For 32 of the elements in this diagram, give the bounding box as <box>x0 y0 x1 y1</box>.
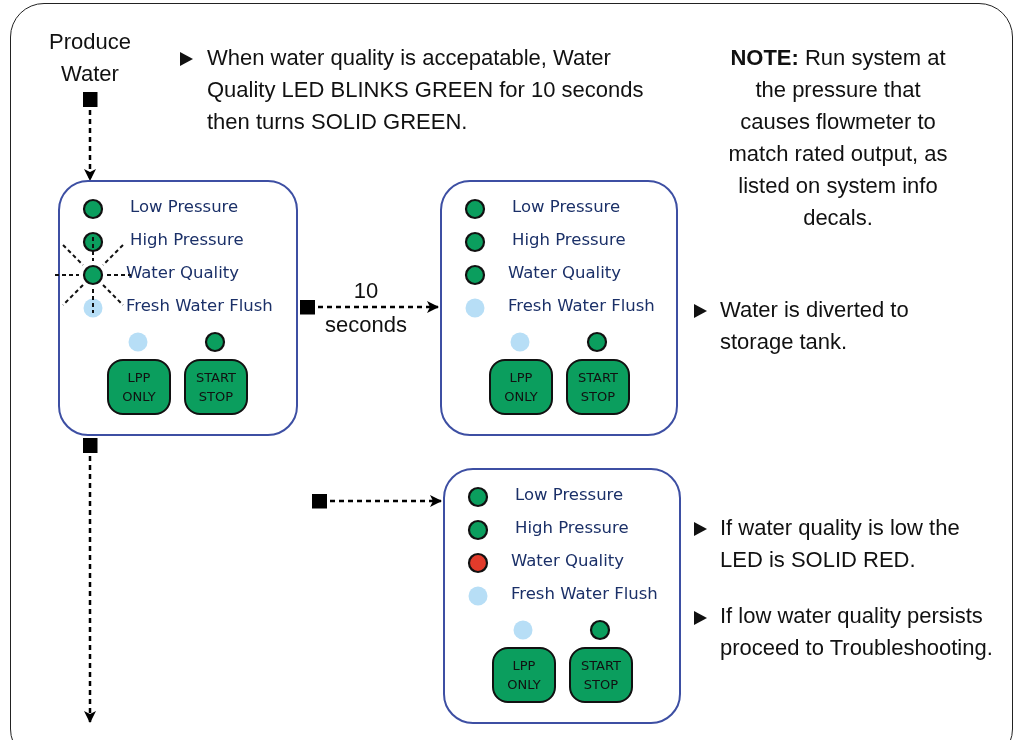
note-text: If water quality is low the LED is SOLID RED. <box>720 514 961 574</box>
panel-button: LPP ONLY <box>492 647 556 703</box>
indicator-label: High Pressure <box>130 229 244 251</box>
indicator-label: High Pressure <box>512 229 626 251</box>
dashed-arrow <box>82 438 98 723</box>
dashed-arrow <box>312 493 442 509</box>
edge-label: 10 seconds <box>324 277 408 339</box>
panel-button: LPP ONLY <box>107 359 171 415</box>
control-panel <box>58 180 298 436</box>
indicator-label: Fresh Water Flush <box>126 295 273 317</box>
control-panel <box>443 468 681 724</box>
start-label: Produce Water <box>35 26 145 90</box>
note-text: If low water quality persists proceed to Troubleshooting. <box>720 602 994 662</box>
note-text: Water is diverted to storage tank. <box>720 296 910 356</box>
indicator-label: Water Quality <box>508 262 621 284</box>
indicator-label: Water Quality <box>126 262 239 284</box>
indicator-label: Water Quality <box>511 550 624 572</box>
indicator-label: Low Pressure <box>512 196 621 218</box>
indicator-label: Fresh Water Flush <box>508 295 655 317</box>
panel-button: LPP ONLY <box>489 359 553 415</box>
control-panel <box>440 180 678 436</box>
indicator-label: Fresh Water Flush <box>511 583 658 605</box>
indicator-label: Low Pressure <box>515 484 624 506</box>
panel-button: START STOP <box>569 647 633 703</box>
note-text: NOTE: Run system at the pressure that causes flowmeter to match rated output, as listed on system info decals. <box>727 44 949 232</box>
panel-button: START STOP <box>566 359 630 415</box>
panel-button: START STOP <box>184 359 248 415</box>
note-text: When water quality is accepatable, Water Quality LED BLINKS GREEN for 10 seconds then turns SOLID GREEN. <box>207 44 645 136</box>
indicator-label: Low Pressure <box>130 196 239 218</box>
dashed-arrow <box>300 299 439 315</box>
dashed-arrow <box>82 92 98 181</box>
indicator-label: High Pressure <box>515 517 629 539</box>
